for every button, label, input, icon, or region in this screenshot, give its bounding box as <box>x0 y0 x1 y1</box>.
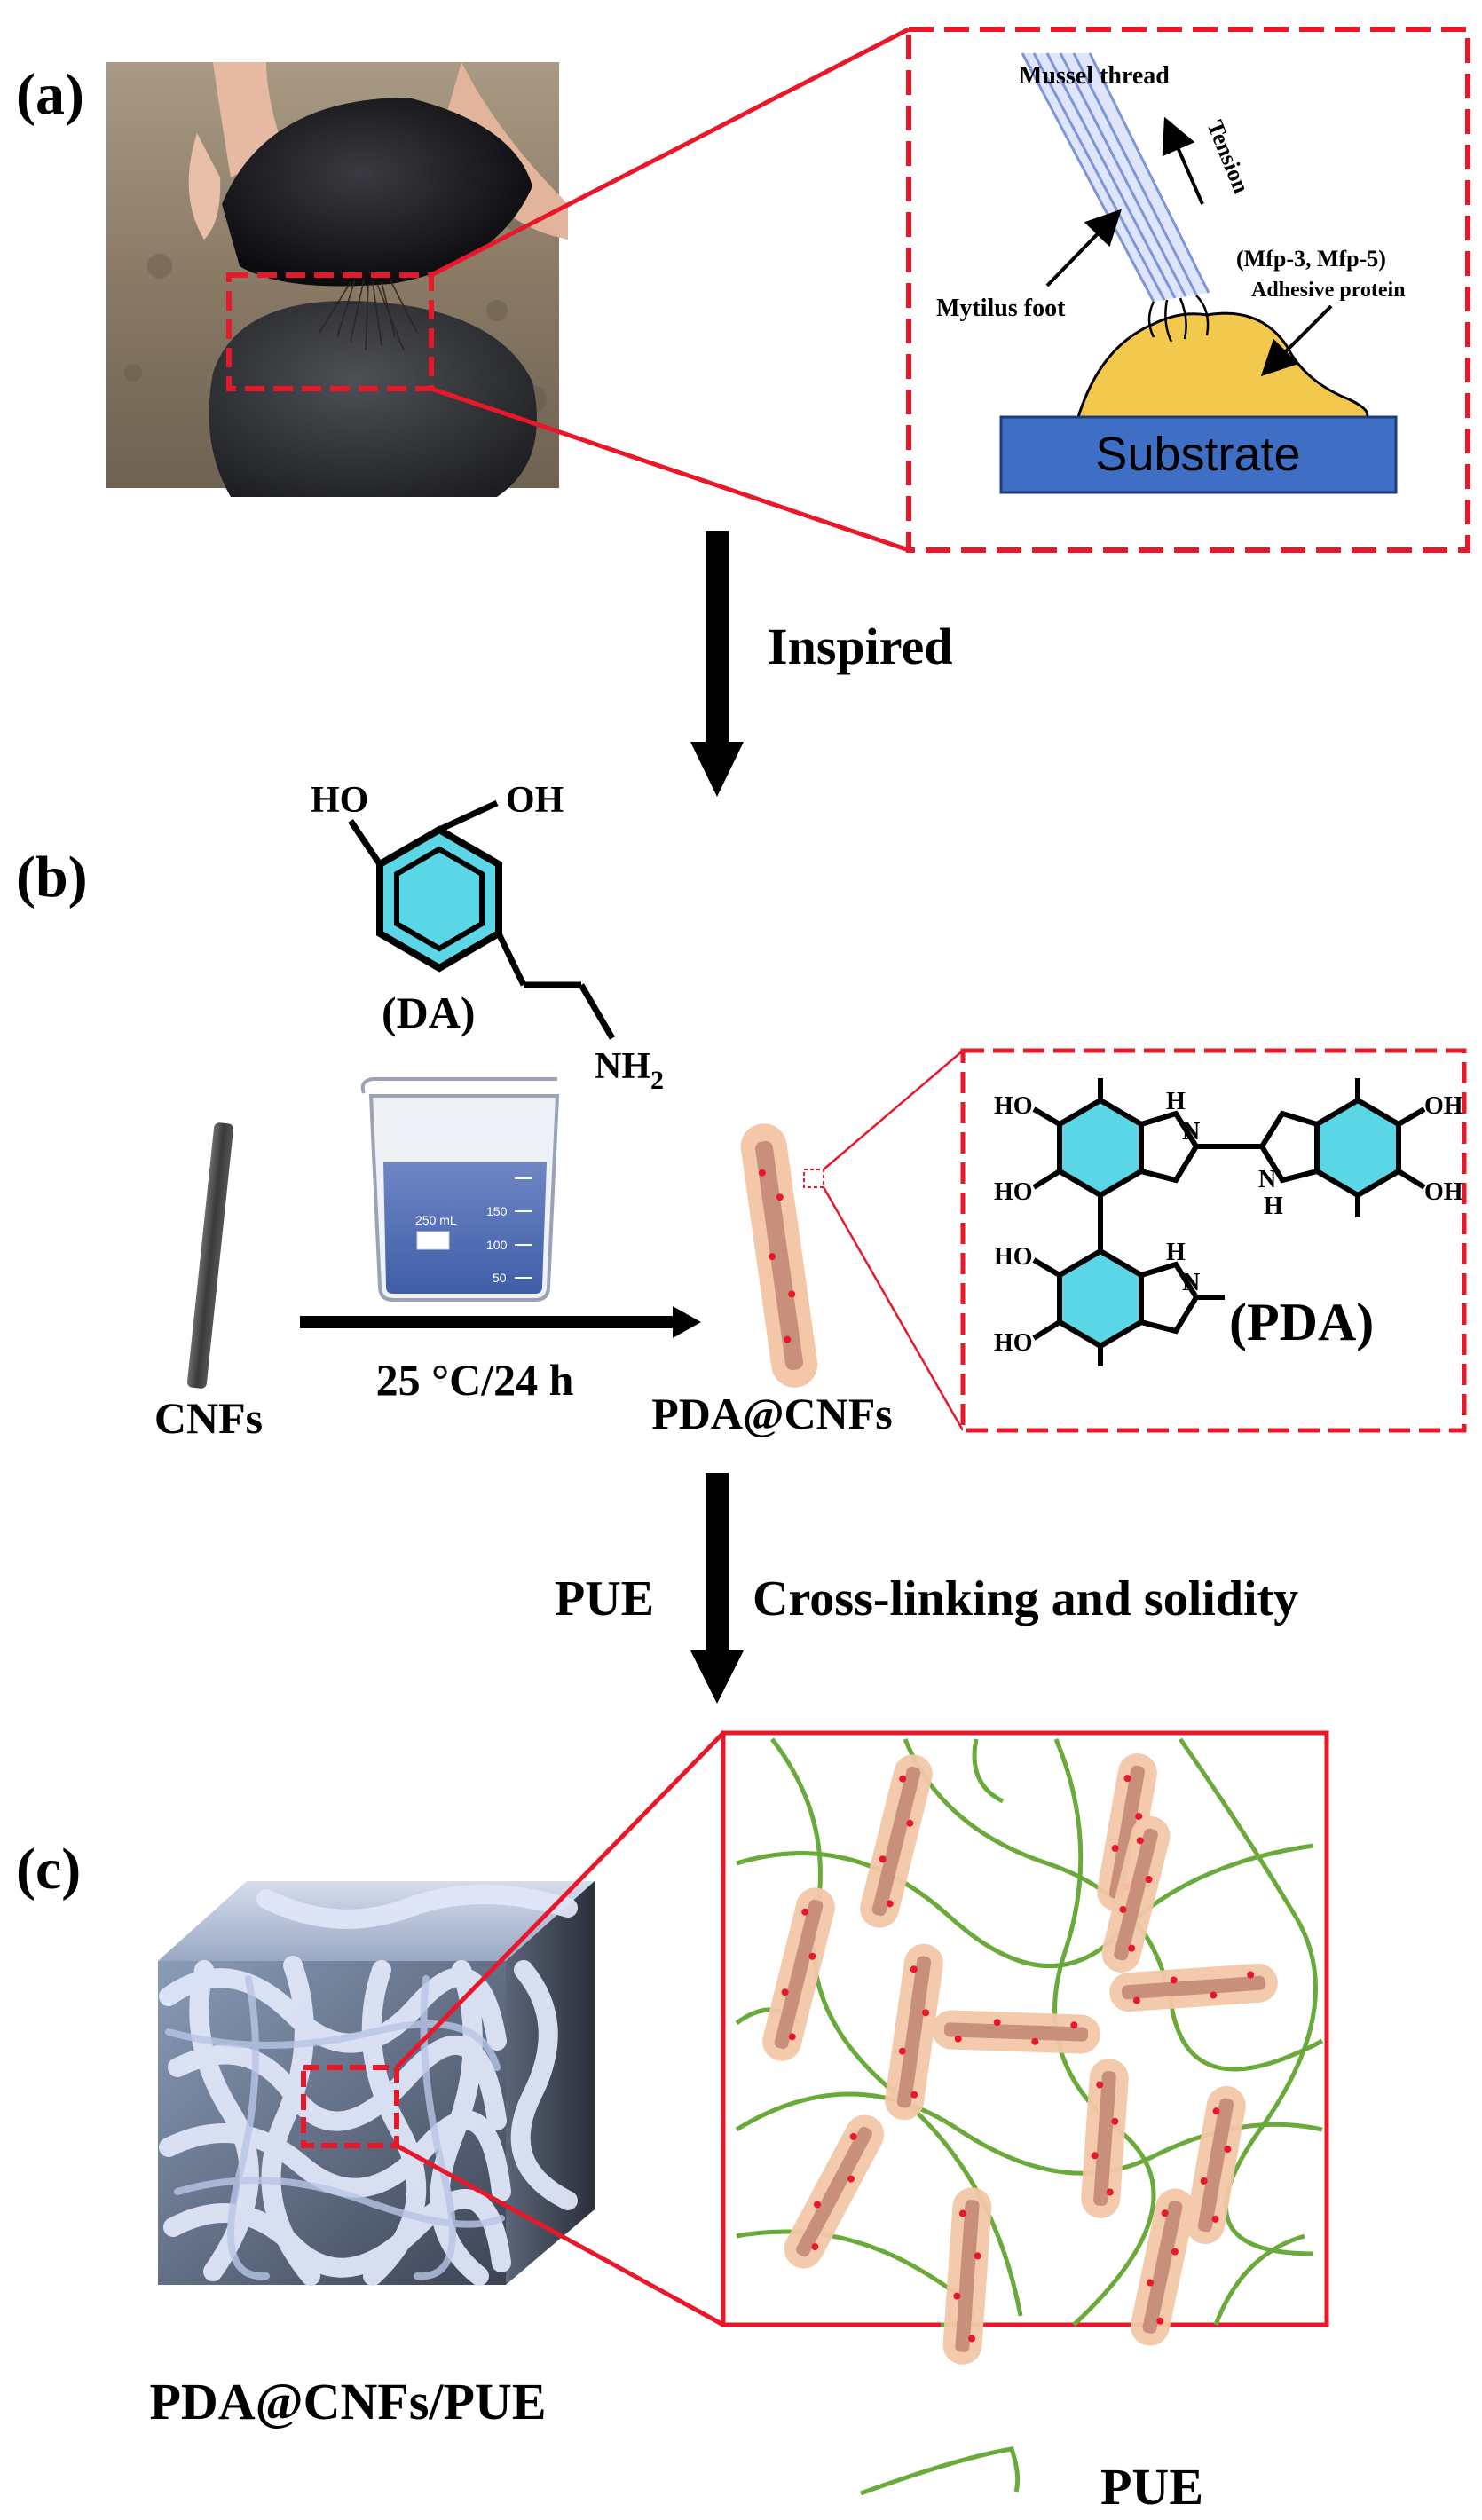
pda-ho-4: HO <box>994 1329 1033 1357</box>
adhesive-protein-blob <box>1076 311 1369 419</box>
network-rod <box>942 2187 992 2365</box>
network-rod <box>1109 1963 1278 2012</box>
network-rod <box>885 1943 943 2121</box>
cube-connector-bottom <box>395 2143 725 2327</box>
crosslink-left-label: PUE <box>555 1571 654 1626</box>
panel-a-label: (a) <box>16 62 84 127</box>
inspired-label: Inspired <box>768 618 952 675</box>
pda-h-2: H <box>1264 1193 1283 1220</box>
protein-arrow <box>1260 304 1333 377</box>
zoom-connector-bottom <box>430 386 910 553</box>
network-rod <box>784 2114 885 2269</box>
network-rod <box>1081 2059 1129 2218</box>
beaker-tick-50: 50 <box>493 1271 507 1285</box>
dopamine-ho: HO <box>311 780 368 821</box>
pda-cnfs-label: PDA@CNFs <box>651 1389 892 1438</box>
dopamine-abbrev: (DA) <box>382 988 476 1037</box>
pda-ho-2: HO <box>994 1178 1033 1206</box>
network-rod <box>932 2010 1100 2054</box>
dopamine-amine: NH2 <box>595 1046 664 1095</box>
pda-connector-bottom <box>822 1186 965 1431</box>
zoom-connector-top <box>430 27 910 278</box>
pda-structure-box <box>960 1048 1467 1433</box>
pda-abbrev: (PDA) <box>1229 1293 1374 1351</box>
panel-c-label: (c) <box>16 1837 81 1902</box>
pda-ho-3: HO <box>994 1243 1033 1271</box>
tension-arrow <box>1162 116 1204 205</box>
pda-h-3: H <box>1166 1239 1186 1266</box>
composite-cube <box>158 1881 595 2286</box>
beaker <box>360 1077 560 1302</box>
reaction-condition: 25 °C/24 h <box>376 1355 574 1405</box>
substrate-block <box>999 415 1398 494</box>
photo-highlight-box <box>226 272 434 391</box>
reaction-arrow <box>300 1306 701 1338</box>
pda-n-3: N <box>1182 1269 1200 1296</box>
pda-n-2: N <box>1258 1166 1276 1193</box>
network-rod <box>1097 1753 1157 1911</box>
pda-h-1: H <box>1166 1088 1186 1115</box>
pda-structure <box>1032 1078 1426 1366</box>
protein-name-label: (Mfp-3, Mfp-5) <box>1236 246 1386 272</box>
pda-cnf-rods <box>762 1753 1278 2365</box>
cube-connector-top <box>395 1731 725 2069</box>
mussel-photo <box>106 62 568 497</box>
network-rod <box>1130 2188 1195 2346</box>
dopamine-structure <box>348 799 616 1040</box>
inspired-arrow <box>690 531 744 797</box>
beaker-volume-label: 250 mL <box>415 1213 457 1227</box>
pue-legend-label: PUE <box>1100 2458 1203 2516</box>
panel-b-label: (b) <box>16 845 88 910</box>
crosslink-right-label: Cross-linking and solidity <box>753 1571 1298 1626</box>
network-rod <box>762 1887 835 2061</box>
mussel-thread-bundle <box>1021 52 1210 303</box>
pda-oh-2: OH <box>1424 1178 1463 1206</box>
pda-zoom-marker <box>803 1169 824 1188</box>
beaker-tick-100: 100 <box>486 1238 508 1252</box>
network-rod <box>1186 2086 1246 2244</box>
mytilus-foot-label: Mytilus foot <box>936 295 1066 322</box>
cnf-rod <box>186 1122 234 1389</box>
cnfs-label: CNFs <box>154 1393 263 1443</box>
composite-label: PDA@CNFs/PUE <box>149 2373 546 2430</box>
crosslink-arrow <box>690 1473 744 1704</box>
pda-ho-1: HO <box>994 1092 1033 1120</box>
pda-n-1: N <box>1182 1118 1200 1146</box>
network-rod <box>860 1754 933 1928</box>
mussel-thread-label: Mussel thread <box>1019 62 1170 90</box>
network-rod <box>1101 1816 1171 1973</box>
substrate-label: Substrate <box>1095 428 1300 481</box>
pda-cnf-rod <box>740 1123 818 1388</box>
beaker-tick-150: 150 <box>486 1204 508 1218</box>
adhesive-protein-label: Adhesive protein <box>1251 279 1406 302</box>
dopamine-oh: OH <box>506 780 564 821</box>
foot-arrow <box>1045 209 1122 287</box>
plaque-fibres <box>1147 295 1210 343</box>
cube-highlight-box <box>301 2065 399 2148</box>
pue-legend-line <box>860 2446 1021 2496</box>
pda-connector-top <box>823 1050 964 1170</box>
pda-oh-1: OH <box>1424 1092 1463 1120</box>
